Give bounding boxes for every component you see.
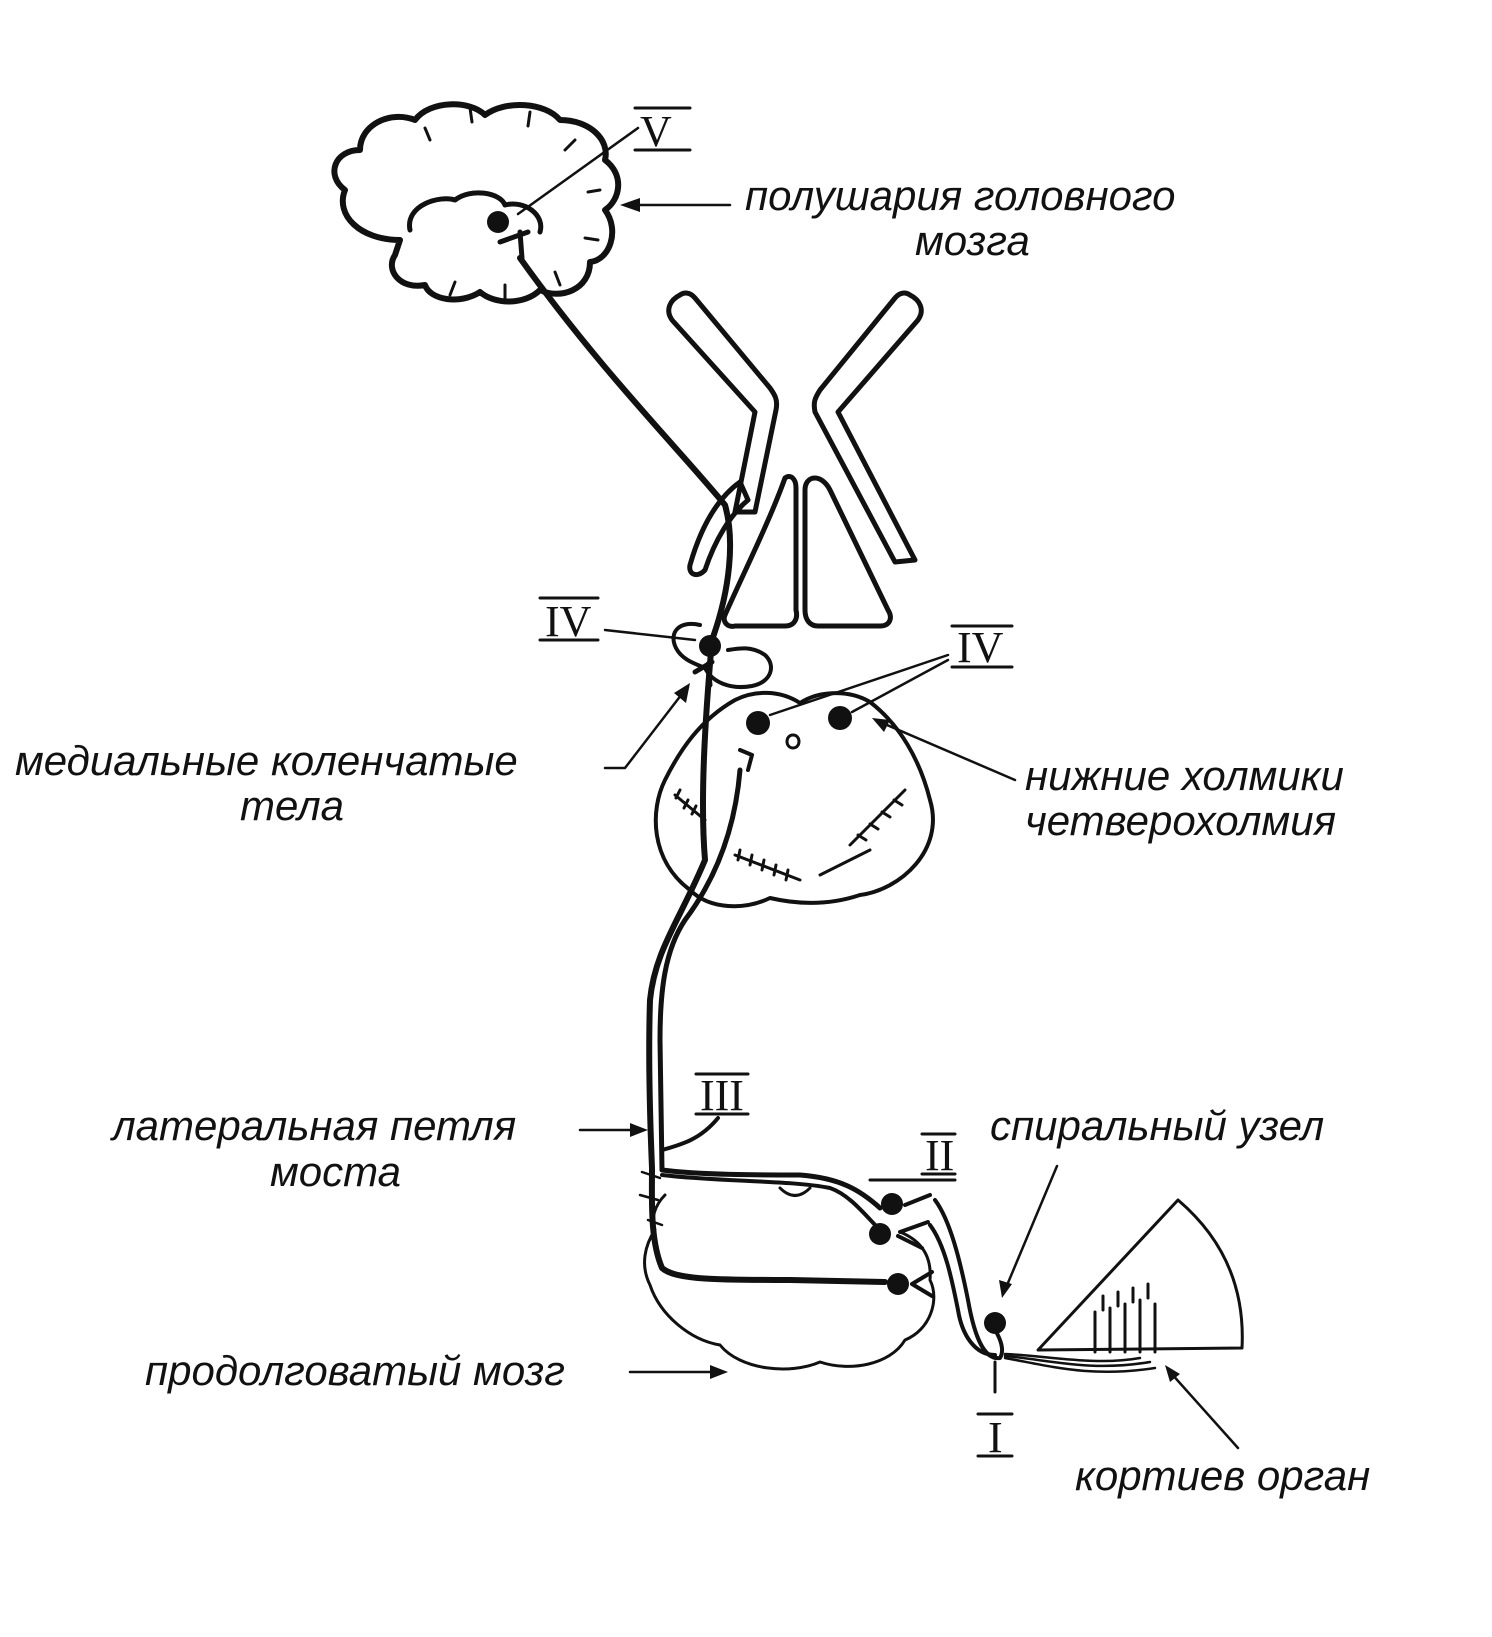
level-iv-geniculate-marker: IV <box>538 596 600 646</box>
label-spiral-ganglion: спиральный узел <box>990 1102 1324 1149</box>
label-organ-of-corti: кортиев орган <box>1075 1452 1370 1499</box>
level-i-marker: I <box>976 1412 1014 1462</box>
svg-text:V: V <box>640 107 672 156</box>
svg-text:I: I <box>988 1413 1003 1462</box>
label-hemispheres-line1: полушария головного <box>745 172 1176 219</box>
neuron-iv-colliculus-right <box>828 706 852 730</box>
label-medulla: продолговатый мозг <box>145 1347 565 1394</box>
label-inferior-colliculi-line1: нижние холмики <box>1025 752 1344 799</box>
level-v-marker: V <box>633 106 692 156</box>
temporal-lobe <box>407 190 544 235</box>
level-iii-marker: III <box>694 1071 750 1120</box>
cochlear-nerve <box>933 1198 1005 1361</box>
label-hemispheres-line2: мозга <box>915 217 1030 264</box>
organ-of-corti-hair-cells <box>1093 1282 1157 1354</box>
thalamus-left <box>721 474 800 629</box>
neuron-ii-cell-2 <box>869 1223 891 1245</box>
lateral-lemniscus-tract <box>646 637 888 1285</box>
ventricle-left-lower <box>687 479 751 578</box>
neuron-ii-cell-3 <box>887 1273 909 1295</box>
cerebral-hemisphere <box>331 101 622 305</box>
label-medial-geniculate-line2: тела <box>240 782 344 829</box>
level-ii-marker: II <box>920 1131 957 1180</box>
thalamus-right <box>802 475 893 629</box>
neuron-ii-cell-1 <box>881 1193 903 1215</box>
svg-text:II: II <box>925 1131 954 1180</box>
level-iv-colliculi-marker: IV <box>950 623 1014 672</box>
label-medial-geniculate-line1: медиальные коленчатые <box>15 737 518 784</box>
label-lateral-lemniscus-line2: моста <box>270 1148 401 1195</box>
neuron-v-cell <box>487 211 509 233</box>
cochlea-section <box>1036 1198 1244 1352</box>
label-lateral-lemniscus-line1: латеральная петля <box>109 1102 516 1149</box>
svg-text:III: III <box>700 1071 744 1120</box>
label-inferior-colliculi-line2: четверохолмия <box>1025 797 1336 844</box>
svg-text:IV: IV <box>957 623 1004 672</box>
ventricle-right-upper <box>811 290 924 565</box>
spiral-ganglion-cell <box>984 1312 1006 1334</box>
svg-text:IV: IV <box>545 597 592 646</box>
thalamocortical-tract <box>517 255 734 643</box>
medial-geniculate-body <box>671 621 773 689</box>
medulla-section <box>643 1193 936 1371</box>
ventricle-left-upper <box>666 290 780 515</box>
neuron-iv-colliculus-left <box>746 711 770 735</box>
